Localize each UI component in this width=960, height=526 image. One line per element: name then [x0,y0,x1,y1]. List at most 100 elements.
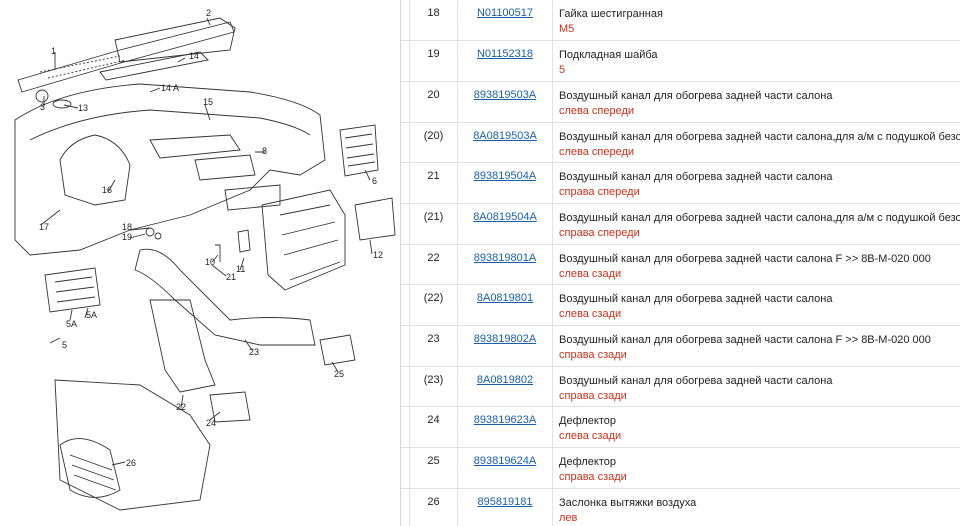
part-description: Воздушный канал для обогрева задней част… [559,252,931,265]
callout-label: 14 [189,51,199,61]
table-row: (20) 8A0819503A Воздушный канал для обогре… [401,122,960,164]
callout-label: 3 [40,102,45,112]
row-spacer [401,122,410,164]
description-cell: Воздушный канал для обогрева задней част… [552,162,960,204]
callout-label: 25 [334,369,344,379]
position-cell: 26 [409,488,458,526]
callout-label: 2 [206,8,211,18]
description-cell: Воздушный канал для обогрева задней част… [552,325,960,367]
part-number-link[interactable]: 895819181 [477,495,533,508]
part-note: слева сзади [559,308,622,321]
part-note: слева сзади [559,267,622,280]
part-number-cell: 893819503A [457,81,553,123]
part-note: справа сзади [559,389,627,402]
row-spacer [401,244,410,286]
part-note: справа сзади [559,471,627,484]
position-cell: 25 [409,447,458,489]
description-cell: Воздушный канал для обогрева задней част… [552,366,960,408]
position-cell: 18 [409,0,458,42]
callout-label: 15 [203,97,213,107]
position-cell: 19 [409,40,458,82]
part-number-cell: 895819181 [457,488,553,526]
callout-label: 14 A [161,83,179,93]
callout-label: 17 [39,222,49,232]
description-cell: Воздушный канал для обогрева задней част… [552,203,960,245]
part-description: Заслонка вытяжки воздуха [559,496,697,509]
part-number-link[interactable]: 893819624A [473,455,537,468]
part-number-cell: 8A0819504A [457,203,553,245]
callout-label: 8 [262,146,267,156]
callout-label: 24 [206,418,216,428]
position-cell: (23) [409,366,458,408]
part-description: Дефлектор [559,415,616,428]
callout-label: 18 [122,222,132,232]
part-number-link[interactable]: 893819801A [473,251,537,264]
part-number-cell: 893819624A [457,447,553,489]
position-cell: 20 [409,81,458,123]
part-number-link[interactable]: 8A0819801 [476,292,534,305]
row-spacer [401,162,410,204]
row-spacer [401,81,410,123]
callout-label: 23 [249,347,259,357]
callout-label: 16 [102,185,112,195]
part-note: слева спереди [559,145,635,158]
table-row: 22 893819801A Воздушный канал для обогрева… [401,244,960,286]
table-row: (21) 8A0819504A Воздушный канал для обогре… [401,203,960,245]
part-number-cell: 8A0819802 [457,366,553,408]
part-number-link[interactable]: 8A0819504A [473,210,537,223]
row-spacer [401,406,410,449]
part-number-cell: 893819802A [457,325,553,367]
callout-label: 12 [373,250,383,260]
part-number-cell: 893819623A [457,406,553,449]
part-number-cell: 8A0819801 [457,284,553,326]
part-note: справа спереди [559,226,640,239]
callout-label: 10 [205,257,215,267]
part-number-link[interactable]: 893819802A [473,333,537,345]
callout-label: 26 [126,458,136,468]
part-number-link[interactable]: 893819623A [473,414,537,427]
part-number-link[interactable]: 8A0819503A [473,129,537,142]
part-description: Воздушный канал для обогрева задней част… [559,374,833,387]
row-spacer [401,40,410,82]
parts-diagram: 1 2 3 13 14 14 A 15 16 17 19 18 10 11 21… [0,0,400,526]
part-number-cell: 893819504A [457,162,553,204]
part-description: Воздушный канал для обогрева задней част… [559,293,833,306]
position-cell: 22 [409,244,458,286]
exploded-view-drawing: 1 2 3 13 14 14 A 15 16 17 19 18 10 11 21… [14,8,396,511]
part-description: Воздушный канал для обогрева задней част… [559,334,931,346]
position-cell: 21 [409,162,458,204]
part-note: 5 [559,64,566,77]
part-number-link[interactable]: N01152318 [476,48,534,61]
position-cell: (21) [409,203,458,245]
row-spacer [401,284,410,326]
table-row: 21 893819504A Воздушный канал для обогрева… [401,162,960,204]
part-description: Воздушный канал для обогрева задней част… [559,211,960,224]
part-note: справа спереди [559,186,640,199]
description-cell: Воздушный канал для обогрева задней част… [552,244,960,286]
callout-label: 5 [62,340,67,350]
part-description: Воздушный канал для обогрева задней част… [559,130,960,143]
callout-label: 11 [236,264,245,274]
row-spacer [401,203,410,245]
row-spacer [401,488,410,526]
part-number-link[interactable]: N01100517 [476,7,534,19]
part-number-link[interactable]: 893819503A [473,88,537,101]
part-note: слева спереди [559,104,635,117]
part-number-link[interactable]: 893819504A [473,170,537,183]
part-number-cell: 8A0819503A [457,122,553,164]
part-description: Воздушный канал для обогрева задней част… [559,171,833,184]
position-cell: (20) [409,122,458,164]
position-cell: (22) [409,284,458,326]
part-number-link[interactable]: 8A0819802 [476,373,534,386]
callout-label: 5A [86,310,97,320]
